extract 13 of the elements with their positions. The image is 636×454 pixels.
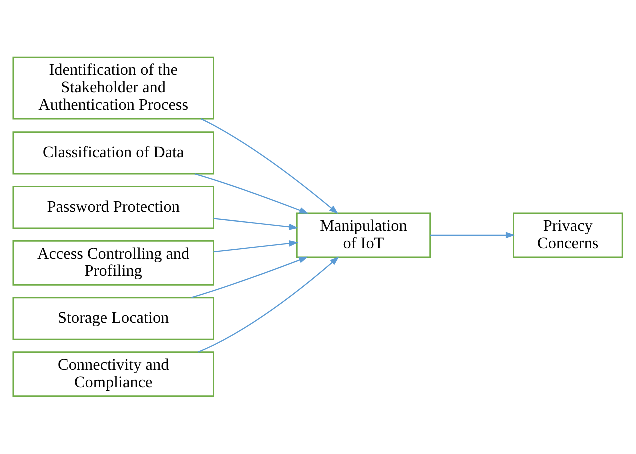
node-box: Manipulation of IoT	[296, 212, 432, 258]
arrow	[430, 232, 516, 239]
node-box: Identification of the Stakeholder and Authentication Process	[12, 56, 214, 120]
arrow	[201, 118, 339, 214]
node-box: Classification of Data	[12, 132, 214, 175]
node-box: Privacy Concerns	[513, 212, 624, 258]
node-box: Access Controlling and Profiling	[12, 240, 214, 286]
node-box: Connectivity and Compliance	[12, 352, 214, 398]
arrow	[214, 240, 299, 253]
arrow	[214, 218, 299, 230]
node-box: Password Protection	[12, 186, 214, 230]
node-box: Storage Location	[12, 297, 214, 340]
arrow	[198, 256, 340, 353]
